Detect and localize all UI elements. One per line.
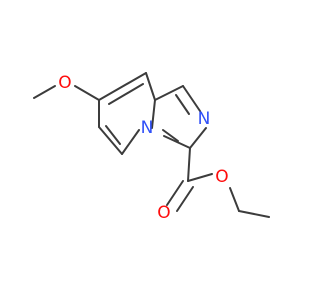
carbonyl-double-bond-right [176, 186, 194, 212]
ester-bond-c3-carbonyl [187, 147, 191, 182]
molecule-drawing: O N N O O [33, 72, 270, 223]
imidazole-bond-c1-n2 [182, 85, 201, 112]
imidazole-nitrogen-label: N [198, 109, 211, 129]
imidazole-bond-c8a-c1 [154, 85, 184, 101]
methoxy-oxygen-label: O [58, 73, 71, 93]
imidazole-bond-c1-n2-inner [175, 94, 190, 115]
ester-bond-carbonyl-oxygen [187, 173, 213, 182]
pyridine-bond-n-c5 [121, 129, 140, 155]
molecule-svg [33, 72, 270, 218]
carbonyl-double-bond-left [166, 180, 184, 206]
pyridine-bond-c7-c8-inner [108, 83, 144, 105]
methyl-carbon-bond [33, 85, 56, 99]
atom-labels: O N N O O [58, 73, 228, 223]
imidazole-bond-c3-n4-inner [162, 129, 179, 142]
pyridine-bond-c8-c8a [145, 72, 156, 101]
ethyl-oxygen-bond [229, 187, 240, 212]
pyridine-bond-c5-c6 [98, 126, 123, 155]
pyridine-bond-c5-c6-inner [105, 125, 121, 145]
ethyl-carbon-bond [238, 210, 270, 218]
bridgehead-nitrogen-label: N [141, 118, 154, 138]
methoxy-ring-bond [74, 85, 100, 101]
imidazole-bond-c3-n4 [163, 135, 191, 149]
ester-oxygen-label: O [215, 167, 228, 187]
pyridine-bond-c7-c8 [98, 72, 147, 101]
imidazole-bond-n2-c3 [189, 127, 207, 149]
fused-bond-c8a-n [151, 99, 156, 129]
carbonyl-oxygen-label: O [157, 203, 170, 223]
